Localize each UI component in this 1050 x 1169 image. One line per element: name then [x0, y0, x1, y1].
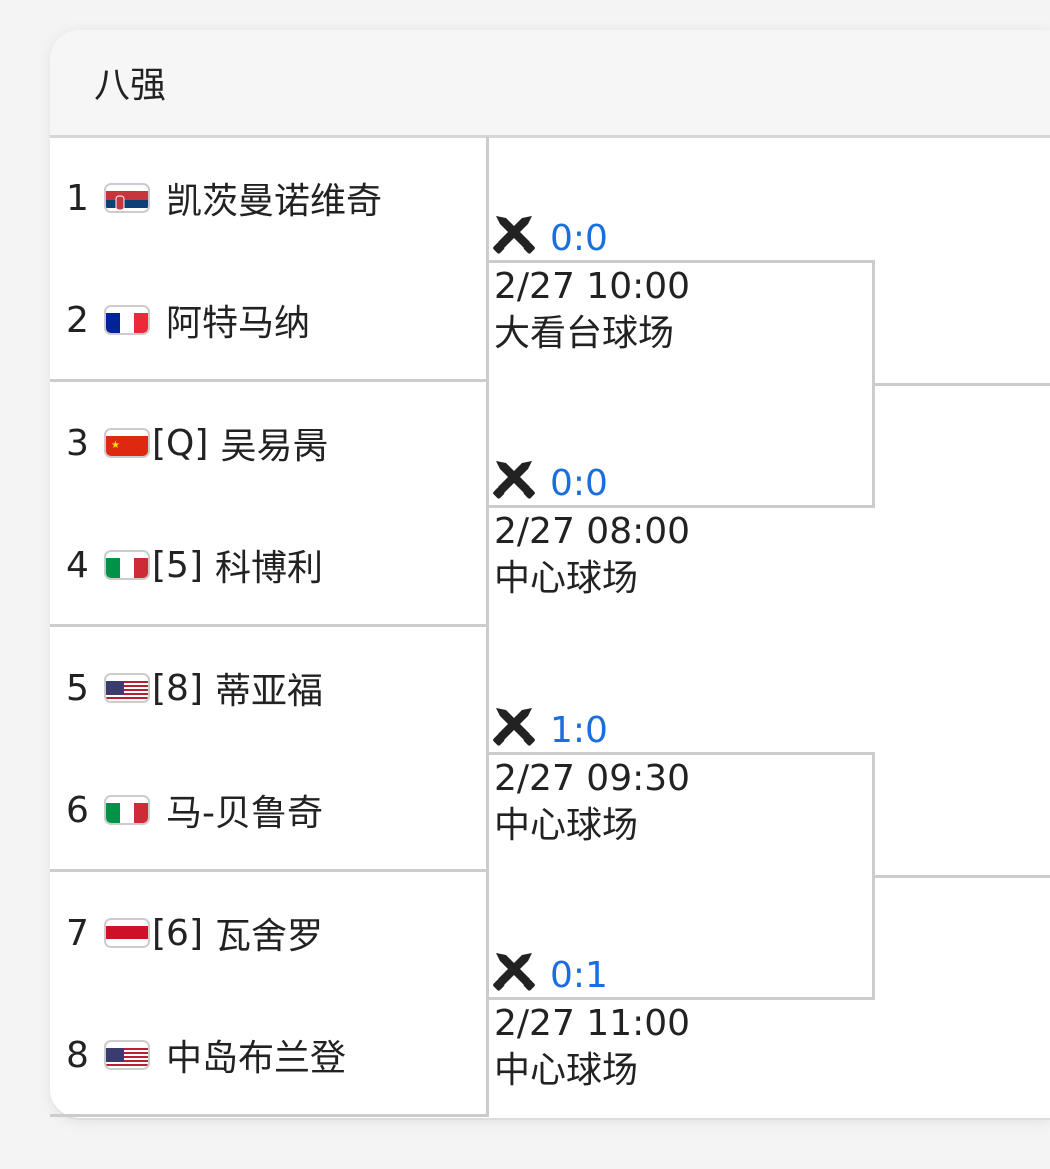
player-name: 马-贝鲁奇: [166, 793, 323, 834]
player-row[interactable]: 5 [8] 蒂亚福: [50, 627, 486, 749]
svg-text:★: ★: [111, 440, 120, 451]
match-line: [488, 997, 875, 1000]
bracket-output-line: [875, 874, 1050, 878]
player-seed-number: 6: [66, 789, 89, 831]
match-info: 2/27 08:00 中心球场: [494, 508, 690, 602]
player-name: 阿特马纳: [166, 303, 311, 344]
player-seed-number: 8: [66, 1034, 89, 1076]
match-block: 5 [8] 蒂亚福 6 马-贝鲁奇: [50, 627, 489, 872]
match-venue: 中心球场: [494, 805, 639, 846]
bracket-output-line: [875, 382, 1050, 386]
crossed-swords-icon: [492, 706, 550, 755]
score-text: 1:0: [550, 710, 608, 751]
flag-france-icon: [104, 305, 150, 335]
player-seed-number: 5: [66, 667, 89, 709]
flag-italy-icon: [104, 550, 150, 580]
round-header: 八强: [50, 30, 1050, 138]
score-text: 0:0: [550, 463, 608, 504]
player-seed-number: 7: [66, 912, 89, 954]
match-score[interactable]: 0:1: [492, 951, 608, 1000]
flag-usa-icon: [104, 673, 150, 703]
player-name: 中岛布兰登: [166, 1038, 347, 1079]
flag-china-icon: ★: [104, 428, 150, 458]
player-row[interactable]: 4 [5] 科博利: [50, 504, 486, 626]
player-seed-number: 3: [66, 422, 89, 464]
match-time: 2/27 10:00: [494, 266, 691, 307]
player-name: 凯茨曼诺维奇: [166, 181, 383, 222]
player-row[interactable]: 8 中岛布兰登: [50, 994, 486, 1116]
player-seed: [Q]: [152, 422, 209, 464]
flag-serbia-icon: [104, 183, 150, 213]
player-row[interactable]: 3 ★ [Q] 吴易昺: [50, 382, 486, 504]
player-seed: [8]: [152, 667, 203, 709]
match-time: 2/27 08:00: [494, 511, 691, 552]
player-row[interactable]: 7 [6] 瓦舍罗: [50, 872, 486, 994]
player-seed: [6]: [152, 912, 203, 954]
round-title: 八强: [94, 65, 167, 106]
match-info: 2/27 09:30 中心球场: [494, 755, 690, 849]
player-row[interactable]: 6 马-贝鲁奇: [50, 749, 486, 871]
flag-italy-icon: [104, 795, 150, 825]
bracket-connector: [872, 260, 875, 508]
crossed-swords-icon: [492, 459, 550, 508]
match-score[interactable]: 0:0: [492, 459, 608, 508]
crossed-swords-icon: [492, 214, 550, 263]
player-name: 吴易昺: [220, 426, 329, 467]
match-venue: 大看台球场: [494, 313, 675, 354]
bracket-connector: [872, 752, 875, 1000]
score-text: 0:1: [550, 955, 608, 996]
match-block: 1 凯茨曼诺维奇 2 阿特马纳: [50, 137, 489, 382]
bracket-card: 八强 1 凯茨曼诺维奇 2 阿特马纳 3 ★ [Q] 吴易昺 4 [5] 科博利 5 [8] 蒂亚福 6 马-…: [50, 30, 1050, 1120]
flag-indonesia-icon: [104, 918, 150, 948]
match-info: 2/27 10:00 大看台球场: [494, 263, 690, 357]
match-line: [488, 505, 875, 508]
match-score[interactable]: 0:0: [492, 214, 608, 263]
crossed-swords-icon: [492, 951, 550, 1000]
player-seed-number: 1: [66, 177, 89, 219]
match-block: 3 ★ [Q] 吴易昺 4 [5] 科博利: [50, 382, 489, 627]
player-name: 蒂亚福: [215, 671, 324, 712]
match-line: [488, 260, 875, 263]
player-row[interactable]: 2 阿特马纳: [50, 259, 486, 381]
player-name: 科博利: [215, 548, 324, 589]
player-row[interactable]: 1 凯茨曼诺维奇: [50, 137, 486, 259]
player-name: 瓦舍罗: [215, 916, 324, 957]
match-time: 2/27 11:00: [494, 1003, 691, 1044]
match-info: 2/27 11:00 中心球场: [494, 1000, 690, 1094]
player-seed-number: 4: [66, 544, 89, 586]
match-venue: 中心球场: [494, 1050, 639, 1091]
match-block: 7 [6] 瓦舍罗 8 中岛布兰登: [50, 872, 489, 1117]
player-seed: [5]: [152, 544, 203, 586]
player-seed-number: 2: [66, 299, 89, 341]
match-line: [488, 752, 875, 755]
score-text: 0:0: [550, 218, 608, 259]
match-time: 2/27 09:30: [494, 758, 691, 799]
match-score[interactable]: 1:0: [492, 706, 608, 755]
flag-usa-icon: [104, 1040, 150, 1070]
match-venue: 中心球场: [494, 558, 639, 599]
